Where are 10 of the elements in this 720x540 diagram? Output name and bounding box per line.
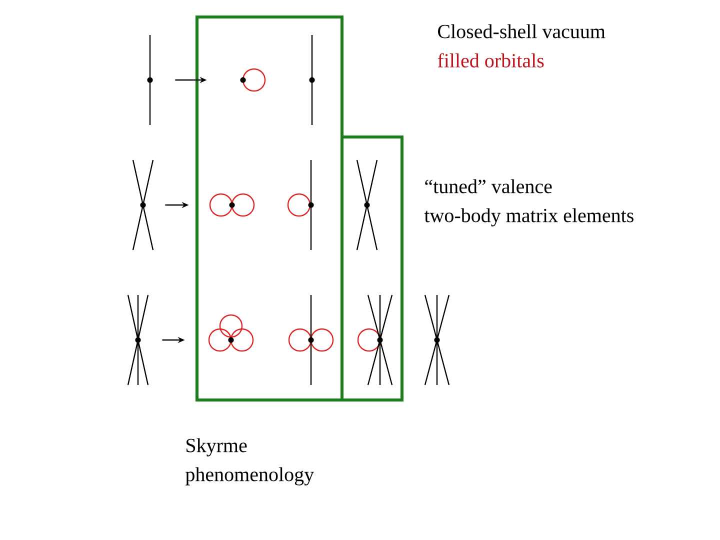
vertex-drawing	[208, 314, 254, 352]
annotation-text: Closed-shell vacuum	[438, 24, 606, 38]
annotation-text: Skyrme phenomenology	[186, 438, 314, 486]
loop-drawing	[240, 68, 266, 92]
vertex-drawing	[132, 160, 154, 250]
annotation-text: filled orbitals	[438, 53, 544, 68]
annotation-text: “tuned” valence two-body matrix elements	[424, 179, 634, 226]
vertex-drawing	[147, 35, 153, 125]
vertex-drawing	[127, 294, 149, 386]
loop-drawing	[209, 193, 255, 217]
